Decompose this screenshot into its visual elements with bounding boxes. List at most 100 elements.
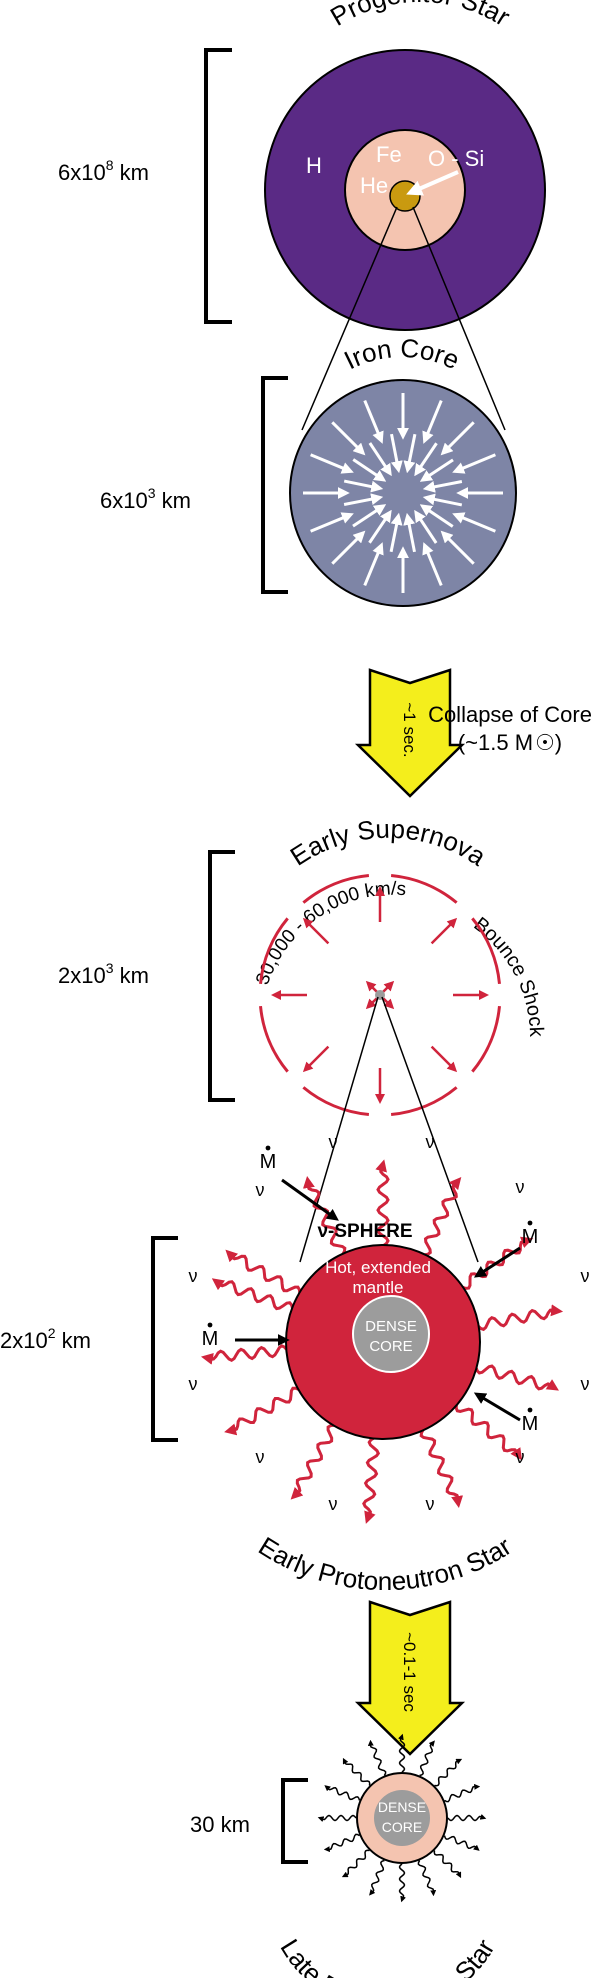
nu-label: ν — [256, 1180, 265, 1200]
nu-label: ν — [581, 1266, 590, 1286]
late-neutrino-ray — [417, 1860, 437, 1897]
progenitor-section: Progenitor Star 6x108 km H Fe He O - Si — [58, 0, 546, 431]
infall-arrow — [422, 542, 443, 586]
nu-label: ν — [516, 1177, 525, 1197]
late-pns-scale-bracket — [281, 1778, 308, 1864]
pns-dense-core — [352, 1295, 430, 1373]
late-pns-section: 30 km DENSE CORE Late Protoneutron Star — [190, 1733, 501, 1978]
zoom-line-left-2 — [299, 996, 379, 1263]
layer-h-label: H — [306, 153, 322, 178]
neutrino-wave — [302, 1175, 347, 1256]
late-core-label-2: CORE — [382, 1819, 422, 1835]
mdot-dot — [527, 1220, 533, 1226]
late-pns-title: Late Protoneutron Star — [274, 1934, 500, 1978]
accretion-arrow — [473, 1392, 521, 1422]
nu-label: ν — [581, 1374, 590, 1394]
collapse-caption: Collapse of Core — [428, 702, 592, 727]
neutrino-wave — [290, 1423, 336, 1500]
infall-arrow — [310, 453, 354, 474]
zoom-line-right — [412, 206, 506, 431]
layer-he-label: He — [360, 173, 388, 198]
shock-arc — [390, 1086, 458, 1116]
late-neutrino-ray — [447, 1814, 487, 1822]
neutrino-wave — [211, 1278, 295, 1311]
mdot-label: M — [260, 1151, 277, 1173]
infall-arrow — [414, 509, 438, 544]
neutrino-wave — [200, 1344, 289, 1365]
neutrino-wave — [454, 1403, 523, 1461]
iron-core-scale-bracket — [261, 376, 288, 594]
cooling-transition: ~0.1-1 sec — [354, 1600, 466, 1756]
shock-arc — [259, 1005, 289, 1073]
late-neutrino-ray — [398, 1863, 406, 1903]
infall-arrow — [440, 530, 475, 565]
layer-osi-label: O - Si — [428, 146, 484, 171]
nu-label: ν — [426, 1494, 435, 1514]
infall-arrow — [414, 442, 438, 477]
nu-sphere-label: ν-SPHERE — [317, 1221, 412, 1242]
cooling-arrow — [354, 1600, 466, 1756]
infall-arrow — [403, 512, 416, 553]
mdot-label: M — [202, 1328, 219, 1350]
shock-arc — [471, 917, 501, 985]
nu-label: ν — [329, 1132, 338, 1152]
collapse-transition: ~1 sec. Collapse of Core (~1.5 M☉) — [354, 668, 592, 798]
late-neutrino-ray — [434, 1758, 463, 1787]
center-arrow — [381, 996, 395, 1010]
infall-arrow — [389, 512, 403, 553]
infall-arrow — [419, 504, 454, 528]
mdot-dot — [265, 1145, 271, 1151]
zoom-line-left — [301, 206, 398, 431]
neutrino-emission — [200, 1159, 564, 1524]
neutrino-wave — [419, 1428, 464, 1509]
shock-arrows — [271, 886, 489, 1104]
shock-arc — [471, 1005, 501, 1073]
shock-arrow — [391, 917, 458, 984]
neutrino-wave — [375, 1159, 390, 1248]
infall-arrow — [352, 458, 387, 482]
late-neutrino-ray — [342, 1757, 371, 1786]
early-pns-scale-label: 2x102 km — [0, 1325, 91, 1353]
infall-arrow — [368, 442, 392, 477]
infall-arrow — [452, 453, 496, 474]
early-pns-title: Early Protoneutron Star — [254, 1531, 517, 1596]
core-label-2: CORE — [369, 1338, 412, 1355]
iron-core-section: Iron Core 6x103 km — [100, 333, 517, 607]
neutrino-wave — [225, 1249, 302, 1295]
nu-label: ν — [516, 1447, 525, 1467]
iron-core-scale-label: 6x103 km — [100, 485, 191, 513]
late-neutrino-ray — [341, 1849, 370, 1878]
shock-arc — [302, 1086, 370, 1116]
shock-arc — [390, 874, 458, 904]
late-neutrino-ray — [317, 1814, 357, 1822]
infall-arrow — [368, 509, 392, 544]
shock-arc — [302, 874, 370, 904]
late-neutrino-ray — [444, 1783, 481, 1803]
late-neutrino-ray — [323, 1833, 360, 1853]
accretion-arrow — [473, 1246, 521, 1278]
mdot-label: M — [522, 1413, 539, 1435]
progenitor-pointer-arrow — [406, 170, 459, 196]
shock-front — [259, 874, 501, 1116]
infall-arrow — [422, 480, 463, 493]
early-supernova-scale-bracket — [208, 850, 235, 1102]
mdot-dot — [207, 1322, 213, 1328]
infall-arrow — [310, 512, 354, 533]
supernova-center — [375, 990, 385, 1000]
center-arrow — [365, 980, 379, 994]
infall-arrow — [422, 493, 463, 507]
shock-arc — [259, 917, 289, 985]
infall-arrow — [352, 504, 387, 528]
center-arrow — [381, 980, 395, 994]
late-neutrino-ray — [369, 1859, 385, 1896]
neutrino-wave — [474, 1364, 559, 1391]
core-label-1: DENSE — [365, 1318, 417, 1335]
center-arrow — [365, 996, 379, 1010]
progenitor-iron-dot — [389, 180, 421, 212]
nu-label: ν — [426, 1132, 435, 1152]
iron-core-title: Iron Core — [339, 333, 464, 376]
shock-arrow — [302, 1006, 369, 1073]
